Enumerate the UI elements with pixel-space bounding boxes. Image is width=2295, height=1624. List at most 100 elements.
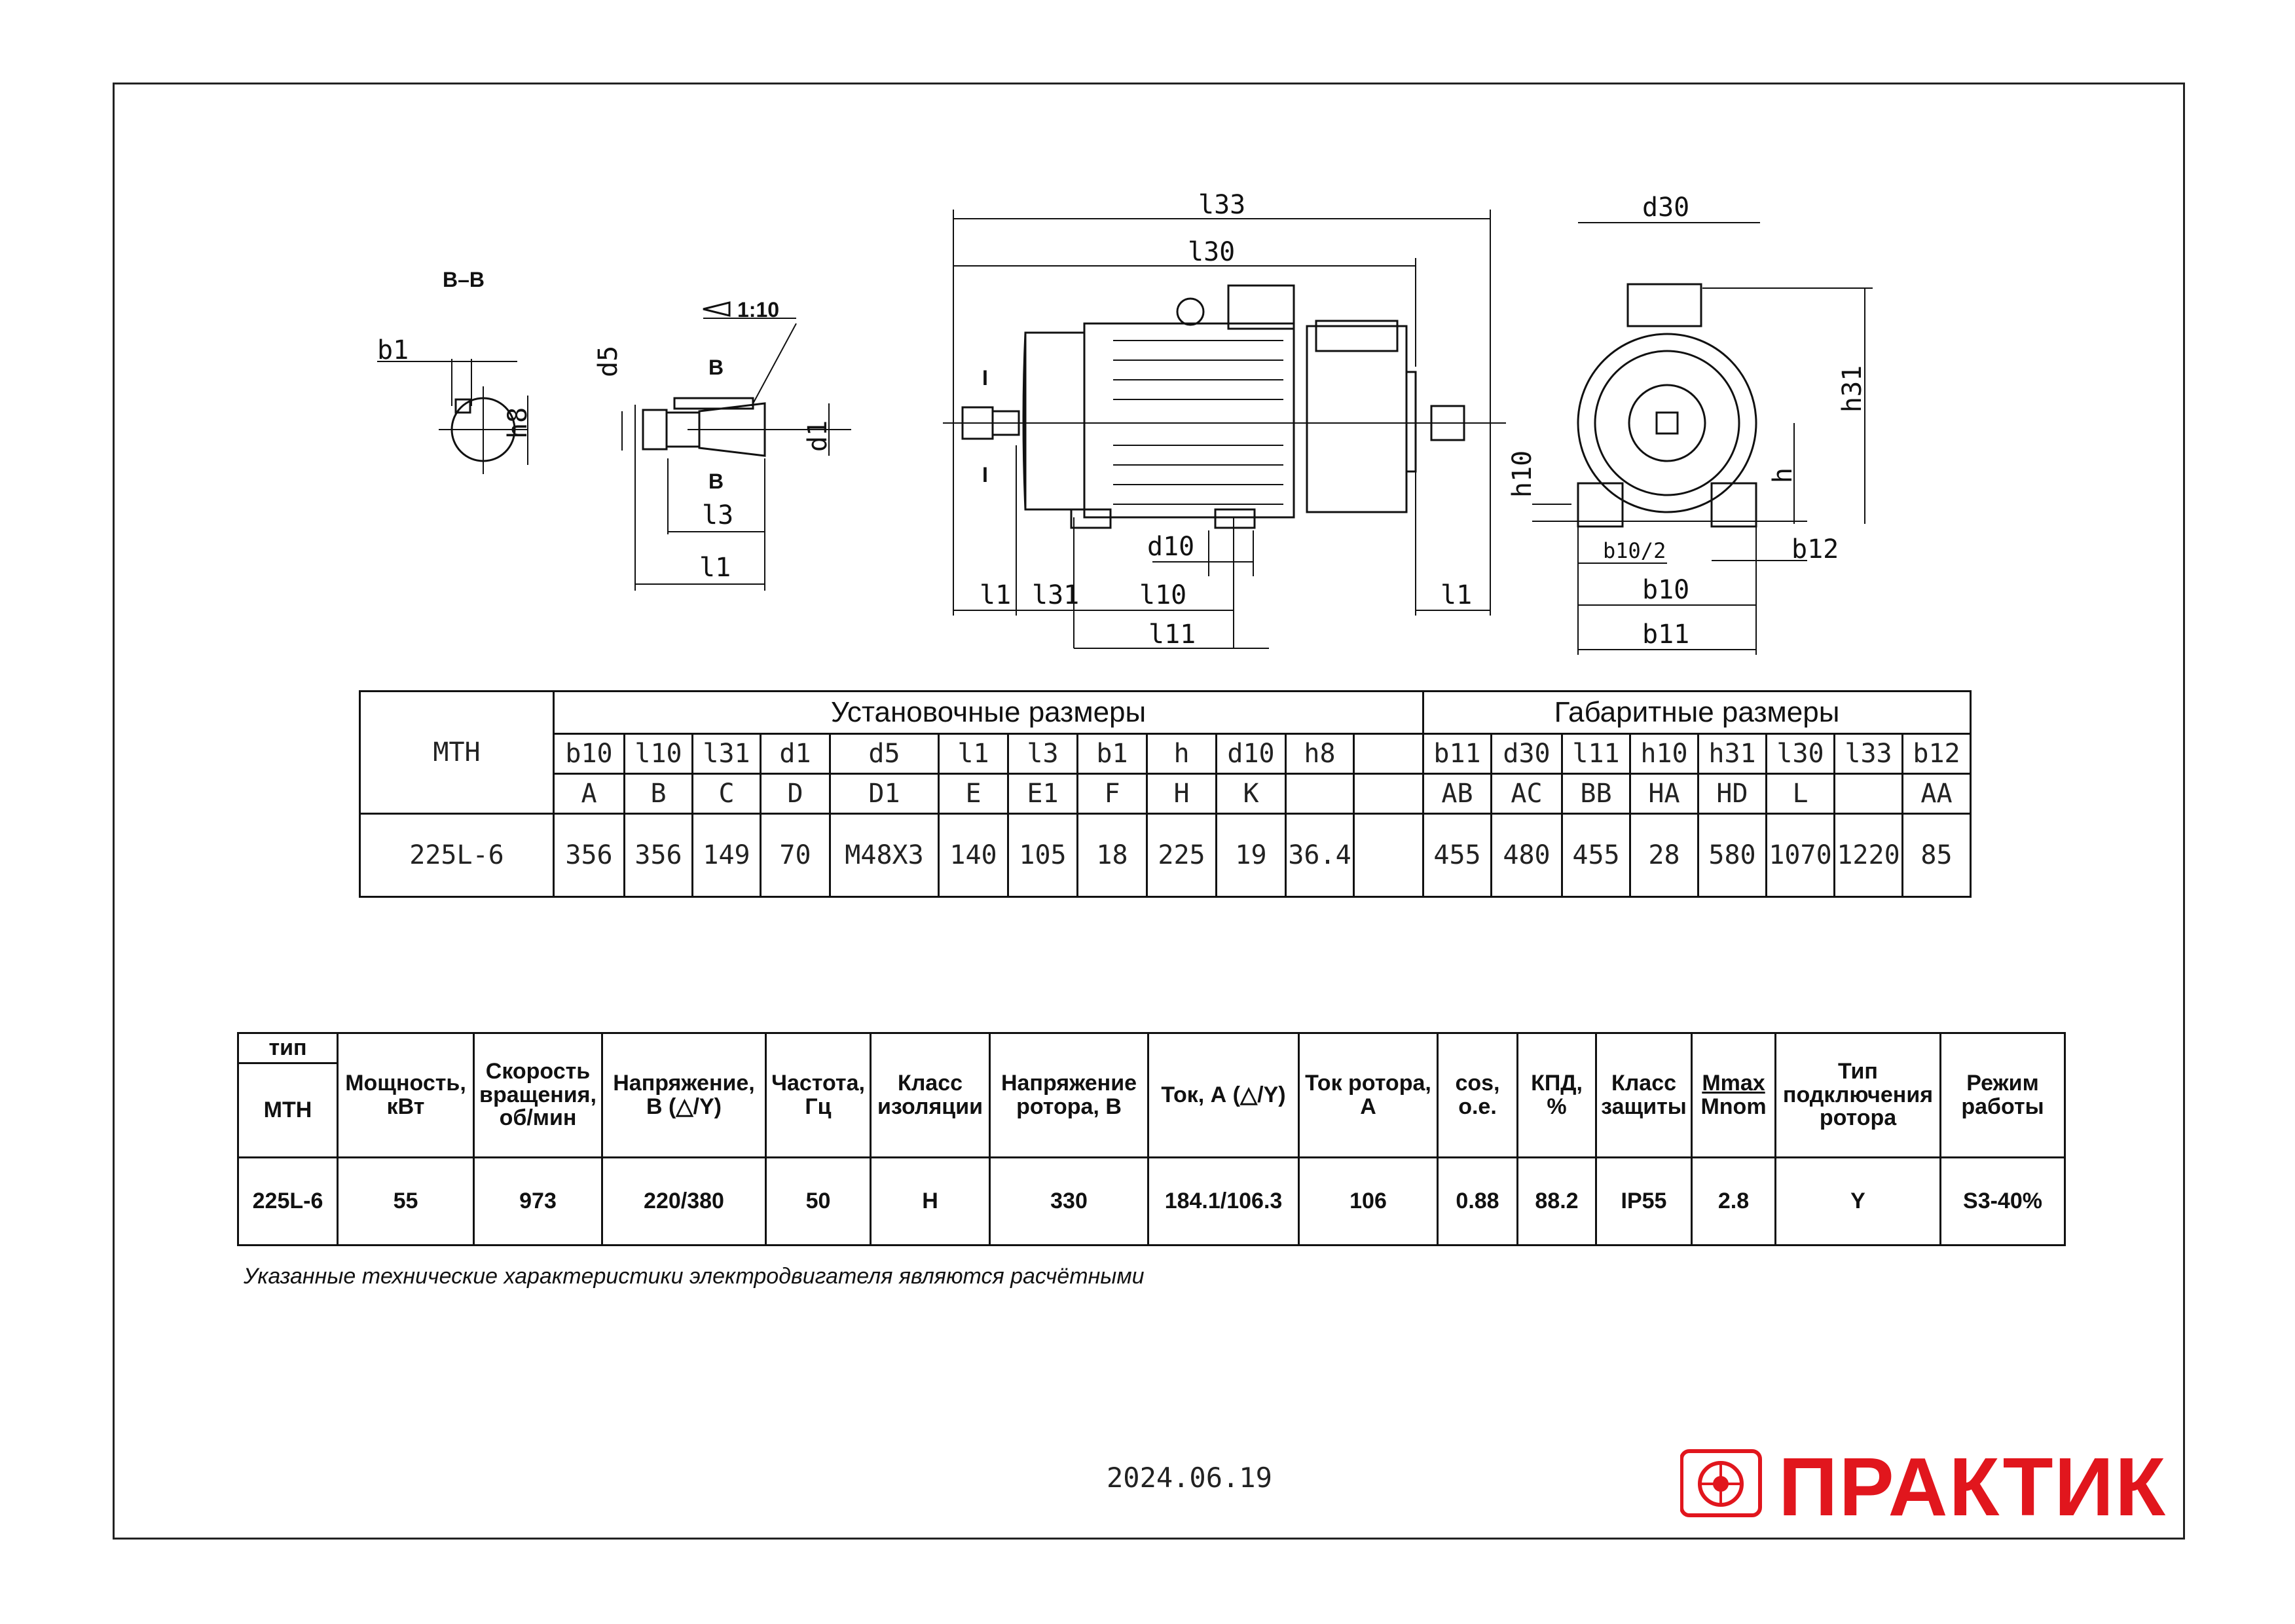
col-alt-header [1833,773,1903,815]
dim-value: 18 [1076,813,1148,898]
col-alt-header: HD [1697,773,1767,815]
b10-label: b10 [1642,575,1689,605]
spec-value: 0.88 [1437,1156,1518,1246]
col-alt-header: AC [1490,773,1563,815]
b1-label: b1 [377,335,409,365]
mnom-text: Mnom [1700,1094,1767,1119]
dim-value: 225 [1146,813,1217,898]
dim-value: 1220 [1833,813,1903,898]
col-alt-header: E1 [1007,773,1078,815]
section-mark-top: I [982,366,988,390]
l1-label: l1 [699,553,731,583]
dim-value: 580 [1697,813,1767,898]
install-title: Установочные размеры [553,690,1424,735]
col-alt-header: AB [1422,773,1492,815]
spec-value: Y [1774,1156,1941,1246]
col-alt-header: B [623,773,693,815]
d10-label: d10 [1147,532,1194,562]
b11-label: b11 [1642,619,1689,650]
section-label: B–B [443,268,485,291]
col-alt-header: AA [1901,773,1972,815]
col-header: d30 [1490,733,1563,775]
spec-value: 2.8 [1691,1156,1776,1246]
calculated-note: Указанные технические характеристики эле… [244,1264,1145,1289]
dim-value: 455 [1422,813,1492,898]
header-voltage: Напряжение, В (△/Y) [601,1032,767,1158]
h31-label: h31 [1837,365,1867,413]
header-frequency: Частота, Гц [765,1032,872,1158]
dimensions-table: МТН Установочные размеры Габаритные разм… [359,690,1972,898]
l30-label: l30 [1188,237,1235,267]
h8-label: h8 [503,407,533,439]
b-mark-bottom: B [708,470,724,493]
col-alt-header: HA [1629,773,1699,815]
col-header: b10 [553,733,625,775]
d30-label: d30 [1642,193,1689,223]
col-header: h8 [1285,733,1355,775]
dim-value: 19 [1215,813,1287,898]
col-alt-header: L [1765,773,1835,815]
h10-label: h10 [1507,451,1537,498]
col-header: l11 [1561,733,1631,775]
col-alt-header: E [938,773,1009,815]
col-alt-header: C [691,773,762,815]
section-mark-bottom: I [982,463,988,487]
col-alt-header: D [760,773,831,815]
spec-value: 88.2 [1516,1156,1597,1246]
spec-value: 184.1/106.3 [1147,1156,1300,1246]
col-alt-header [1353,773,1424,815]
mmax-text: Mmax [1702,1070,1765,1096]
spec-value: 50 [765,1156,872,1246]
l3-label: l3 [702,500,733,530]
col-header: h [1146,733,1217,775]
dim-value: M48X3 [829,813,940,898]
d5-label: d5 [593,346,623,377]
spec-value: IP55 [1595,1156,1693,1246]
col-alt-header: F [1076,773,1148,815]
col-header: b12 [1901,733,1972,775]
spec-value: 55 [337,1156,475,1246]
header-power: Мощность, кВт [337,1032,475,1158]
dim-value [1353,813,1424,898]
header-efficiency: КПД, % [1516,1032,1597,1158]
model-cell: 225L-6 [359,813,555,898]
dim-value: 1070 [1765,813,1835,898]
overall-title: Габаритные размеры [1422,690,1972,735]
col-alt-header: D1 [829,773,940,815]
spec-value: H [870,1156,991,1246]
dim-value: 356 [553,813,625,898]
spec-value: 973 [473,1156,603,1246]
spec-value: 220/380 [601,1156,767,1246]
cooling-fins [1113,340,1283,505]
col-header: b11 [1422,733,1492,775]
col-alt-header [1285,773,1355,815]
header-rotor-voltage: Напряжение ротора, В [989,1032,1149,1158]
dim-value: 455 [1561,813,1631,898]
type-label: тип [237,1032,339,1064]
h-label: h [1768,468,1798,483]
header-rotor-current: Ток ротора, А [1298,1032,1439,1158]
document-date: 2024.06.19 [1107,1462,1272,1494]
l10-label: l10 [1139,580,1186,610]
b10-half-label: b10/2 [1603,538,1666,563]
l31-label: l31 [1032,580,1079,610]
b12-label: b12 [1791,534,1839,564]
header-cos: cos, о.е. [1437,1032,1518,1158]
l1-right-label: l1 [1441,580,1472,610]
col-alt-header: K [1215,773,1287,815]
header-speed: Скорость вращения, об/мин [473,1032,603,1158]
col-alt-header: BB [1561,773,1631,815]
brand-name: ПРАКТИК [1778,1441,2167,1533]
col-header: l30 [1765,733,1835,775]
spec-value: 330 [989,1156,1149,1246]
col-header: l31 [691,733,762,775]
col-header: l3 [1007,733,1078,775]
col-header: d10 [1215,733,1287,775]
col-header: d5 [829,733,940,775]
dim-value: 28 [1629,813,1699,898]
dim-value: 36.4 [1285,813,1355,898]
col-header: d1 [760,733,831,775]
model-cell: 225L-6 [237,1156,339,1246]
